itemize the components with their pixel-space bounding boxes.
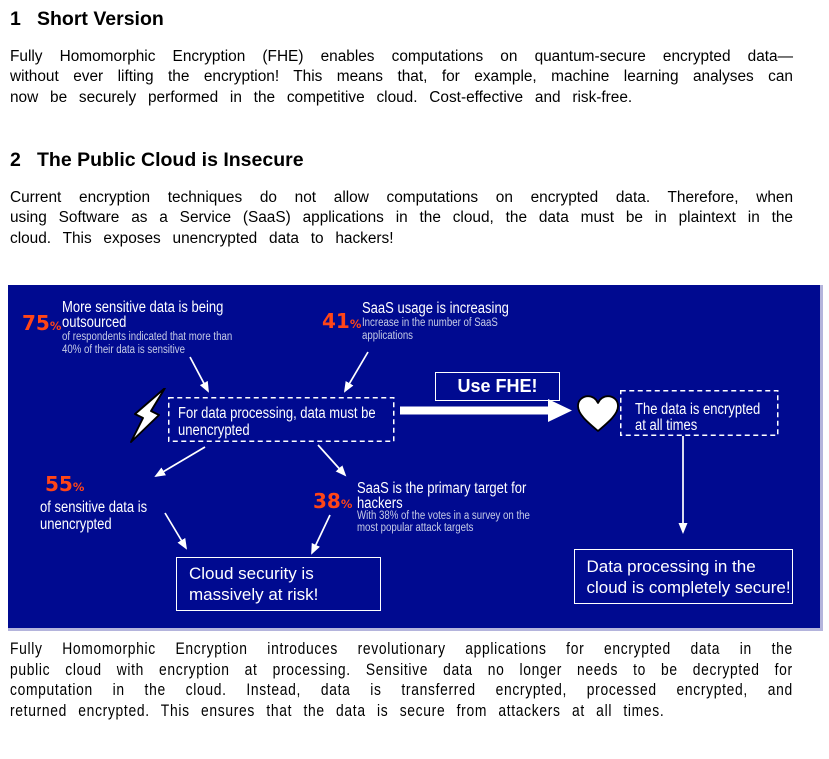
paragraph-line: Fully Homomorphic Encryption (FHE) enabl… (10, 48, 793, 65)
risk-box: Cloud security is massively at risk! (176, 557, 381, 611)
paragraph-line: cloud. This exposes unencrypted data to … (10, 229, 394, 247)
section-1-paragraph: Fully Homomorphic Encryption (FHE) enabl… (10, 47, 793, 108)
paragraph-line: returned encrypted. This ensures that th… (10, 701, 665, 720)
paragraph-line: Current encryption techniques do not all… (10, 189, 793, 206)
paragraph-line: public cloud with encryption at processi… (10, 660, 793, 679)
problem-box-border (168, 397, 395, 442)
stat-38-subtext: With 38% of the votes in a survey on the… (357, 510, 530, 534)
fhe-infographic: 75% More sensitive data is being outsour… (8, 285, 823, 631)
stat-75-value: 75% (22, 311, 62, 335)
secure-box: Data processing in the cloud is complete… (574, 549, 793, 604)
section-2-number: 2 (10, 149, 21, 171)
paragraph-line: Fully Homomorphic Encryption introduces … (10, 640, 793, 658)
section-1-number: 1 (10, 8, 21, 30)
encrypted-box: The data is encrypted at all times (635, 401, 761, 434)
heart-icon (577, 395, 619, 432)
stat-41-label: SaaS usage is increasing (362, 300, 509, 317)
stat-38-label: SaaS is the primary target for hackers (357, 480, 527, 512)
encrypted-box-border (620, 390, 779, 436)
stat-55-label: of sensitive data is unencrypted (40, 499, 148, 533)
paragraph-line: without ever lifting the encryption! Thi… (10, 68, 793, 86)
closing-paragraph: Fully Homomorphic Encryption introduces … (10, 639, 793, 721)
stat-75-label: More sensitive data is being outsourced (62, 299, 224, 331)
stat-41-subtext: Increase in the number of SaaS applicati… (362, 317, 498, 342)
section-2-paragraph: Current encryption techniques do not all… (10, 188, 793, 249)
stat-41-value: 41% (322, 309, 362, 333)
use-fhe-arrow (400, 399, 572, 422)
paragraph-line: now be securely performed in the competi… (10, 88, 633, 106)
section-2-title: The Public Cloud is Insecure (37, 149, 304, 171)
section-1-title: Short Version (37, 8, 164, 30)
lightning-bolt-icon (130, 388, 166, 443)
section-1-heading: 1 Short Version (10, 8, 164, 31)
section-2-heading: 2 The Public Cloud is Insecure (10, 149, 304, 172)
paragraph-line: using Software as a Service (SaaS) appli… (10, 209, 793, 227)
stat-38-value: 38% (313, 489, 353, 513)
stat-55-value: 55% (45, 472, 85, 496)
connector-arrows (154, 351, 779, 555)
problem-box: For data processing, data must be unencr… (178, 405, 376, 439)
paragraph-line: computation in the cloud. Instead, data … (10, 681, 793, 699)
use-fhe-box: Use FHE! (435, 372, 560, 401)
stat-75-subtext: of respondents indicated that more than … (62, 331, 233, 356)
